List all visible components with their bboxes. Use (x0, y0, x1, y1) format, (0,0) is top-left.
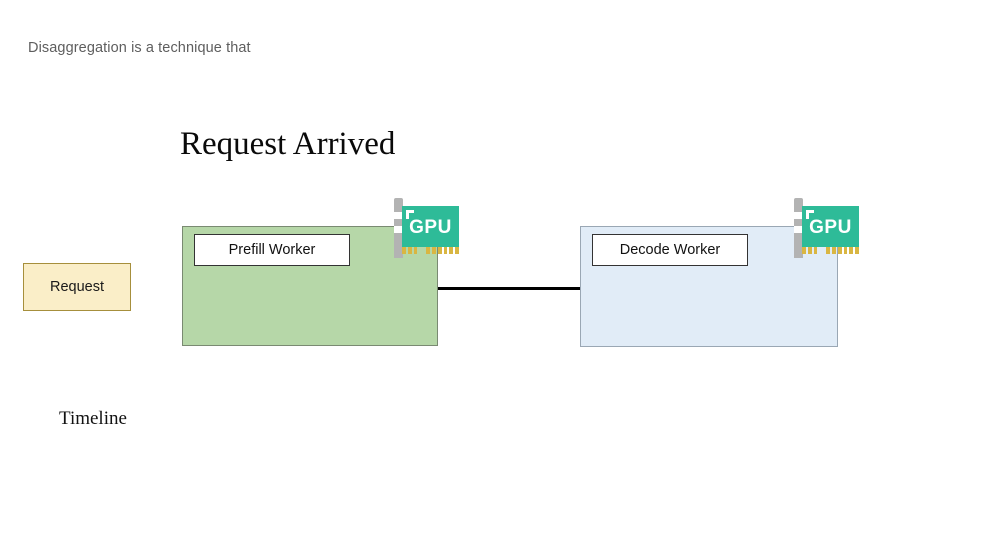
gpu-bracket-notch-icon (394, 226, 403, 233)
gpu-corner-accent-icon (406, 210, 414, 213)
prefill-worker-label: Prefill Worker (228, 242, 316, 258)
gpu-board-icon: GPU (402, 206, 459, 247)
request-box: Request (23, 263, 131, 311)
decode-worker-title-box: Decode Worker (592, 234, 748, 266)
prefill-worker-title-box: Prefill Worker (194, 234, 350, 266)
gpu-bracket-notch-icon (394, 212, 403, 219)
caption-text: Disaggregation is a technique that (28, 40, 251, 56)
gpu-board-icon: GPU (802, 206, 859, 247)
decode-worker-label: Decode Worker (619, 242, 721, 258)
gpu-corner-accent-icon (406, 210, 409, 219)
gpu-pins-icon (802, 247, 860, 254)
gpu-label: GPU (409, 217, 452, 238)
gpu-pins-icon (402, 247, 460, 254)
prefill-decode-connector (438, 287, 580, 290)
gpu-bracket-notch-icon (794, 226, 803, 233)
scene-title: Request Arrived (180, 126, 396, 162)
gpu-icon: GPU (390, 198, 462, 260)
gpu-bracket-notch-icon (794, 212, 803, 219)
request-label: Request (49, 279, 104, 295)
gpu-corner-accent-icon (806, 210, 809, 219)
gpu-corner-accent-icon (806, 210, 814, 213)
gpu-label: GPU (809, 217, 852, 238)
gpu-bracket-icon (394, 198, 403, 258)
gpu-icon: GPU (790, 198, 862, 260)
gpu-bracket-icon (794, 198, 803, 258)
timeline-label: Timeline (59, 408, 127, 429)
